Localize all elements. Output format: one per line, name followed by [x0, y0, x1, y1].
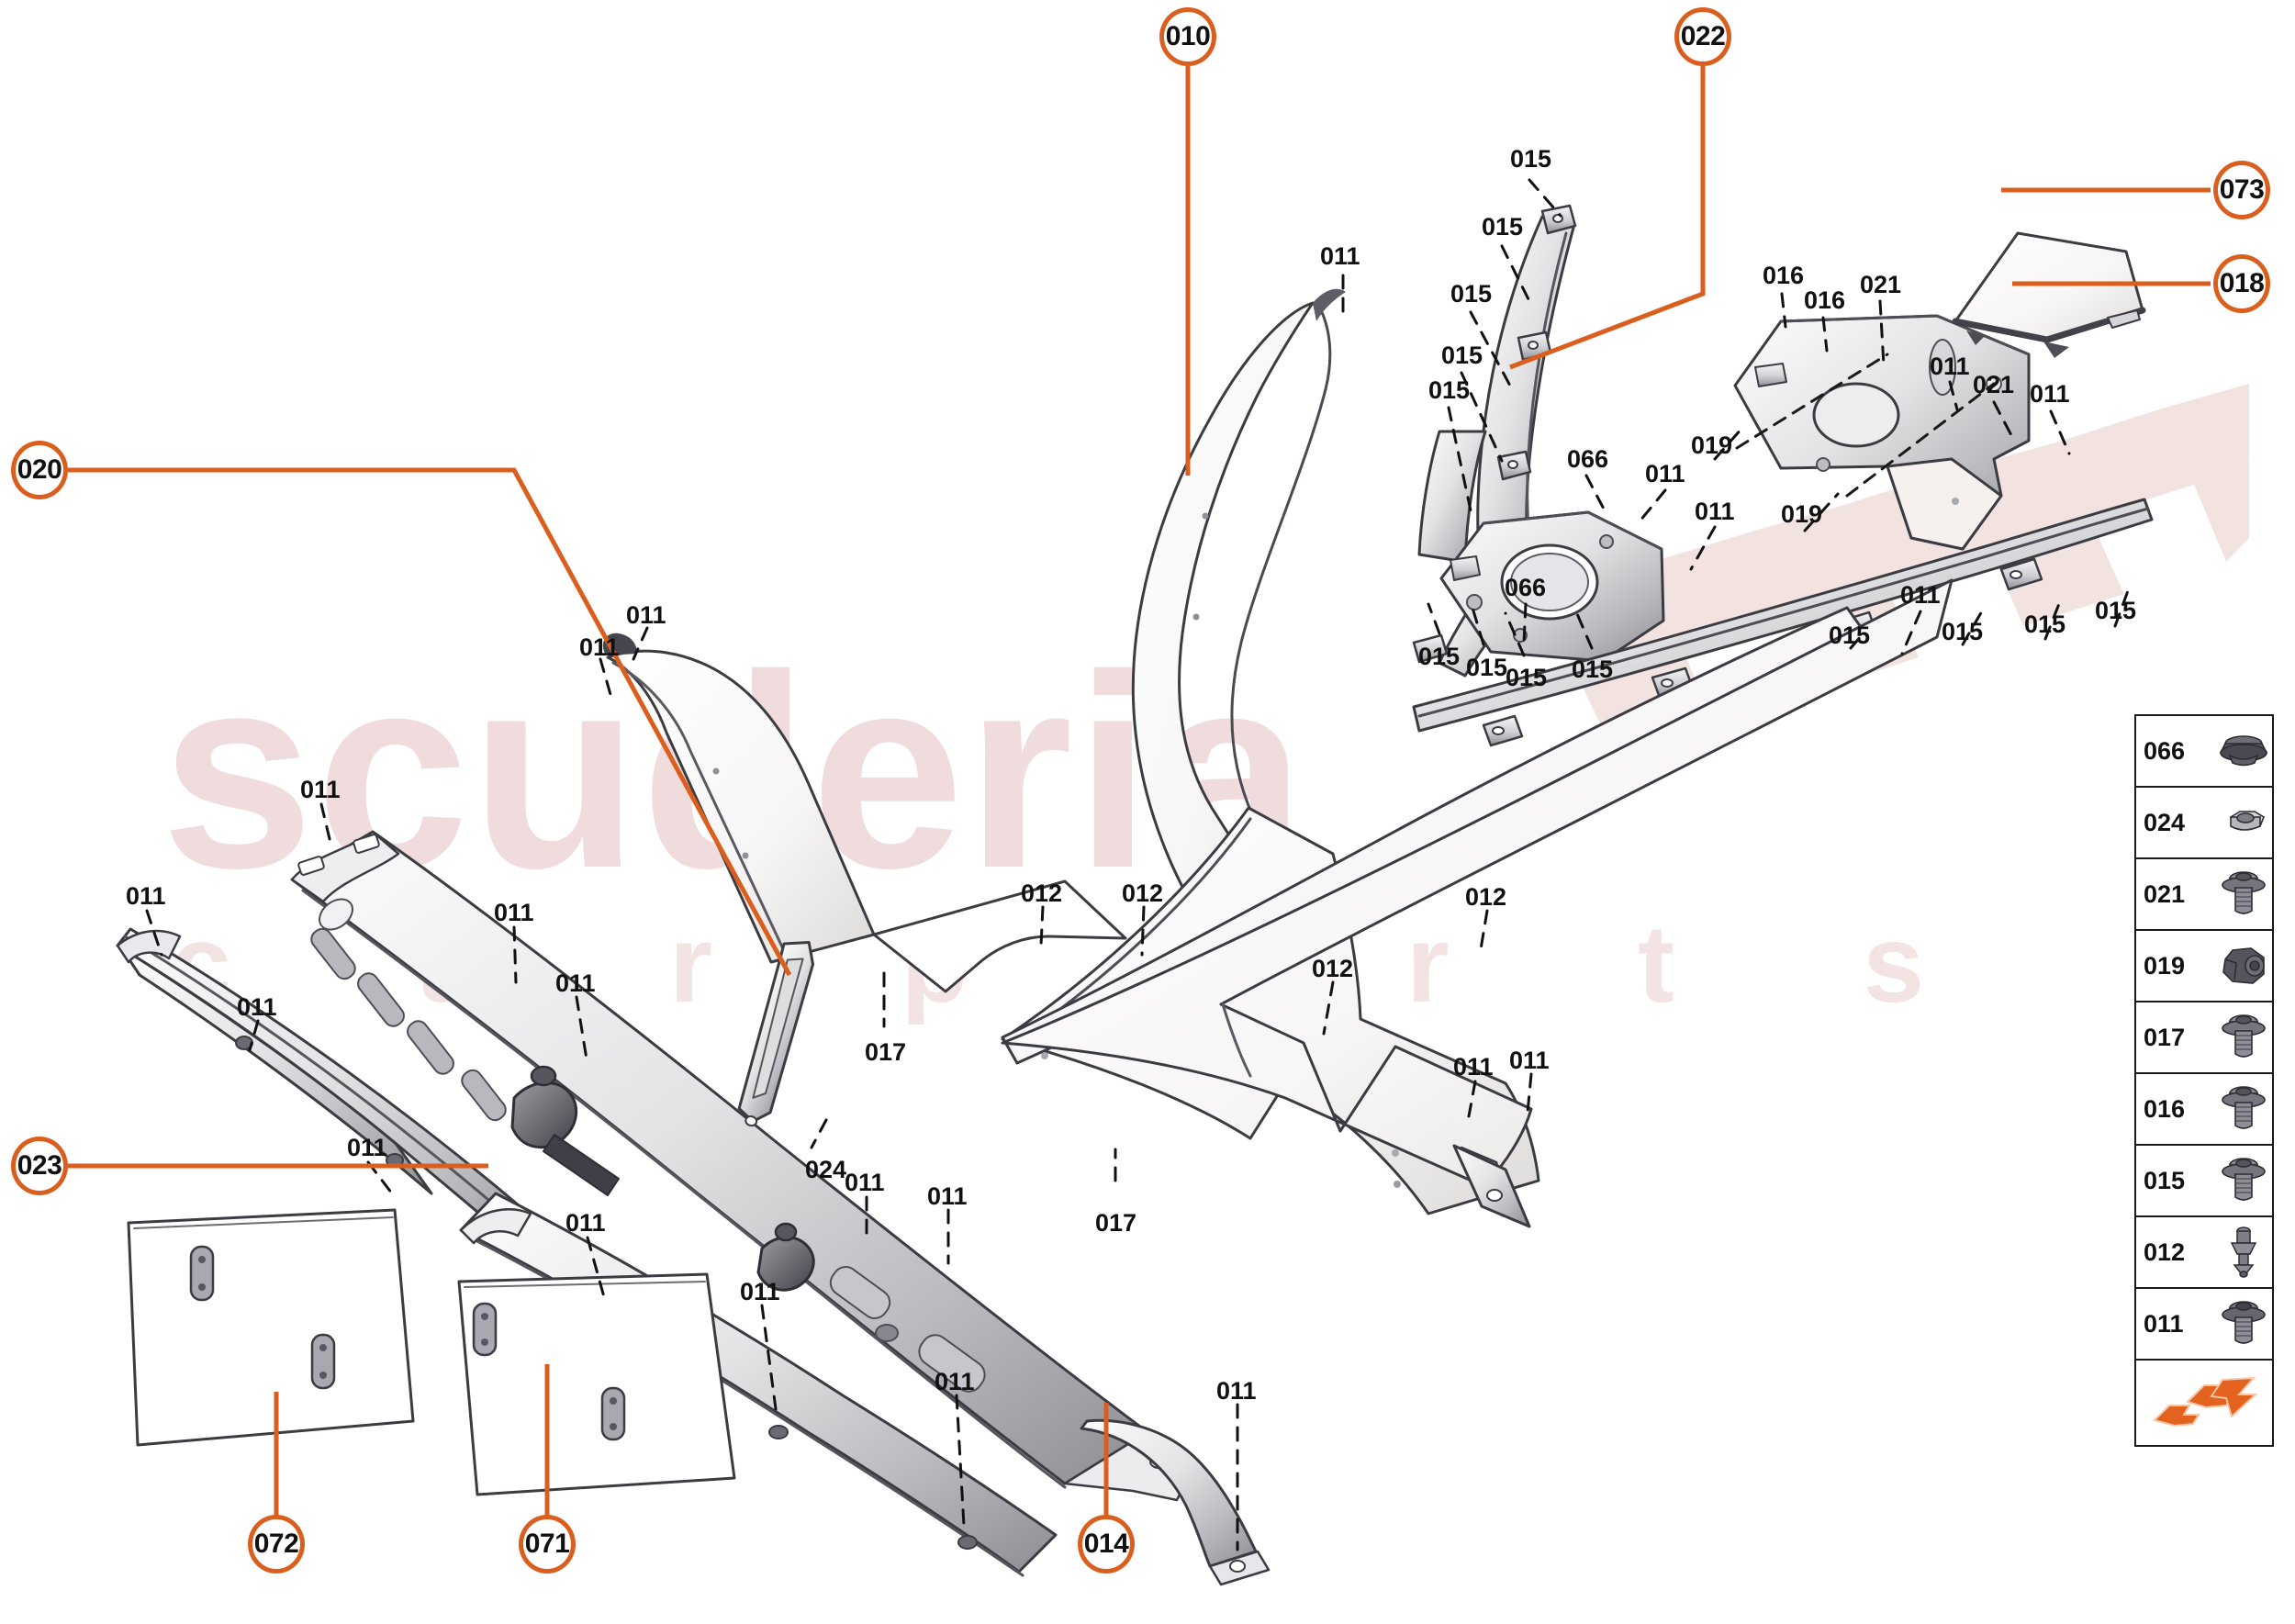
part-number-label: 011 [1695, 498, 1735, 525]
part-number-label: 017 [865, 1038, 907, 1066]
legend-row[interactable]: 011 [2136, 1289, 2272, 1361]
legend-row[interactable]: 017 [2136, 1002, 2272, 1074]
part-number-label: 011 [1453, 1053, 1494, 1081]
part-number-label: 015 [1572, 655, 1614, 683]
grommet-cap-icon [2215, 716, 2272, 786]
legend-code: 021 [2144, 879, 2186, 908]
part-number-label: 011 [237, 993, 277, 1021]
legend-code: 011 [2144, 1309, 2184, 1338]
part-number-label: 011 [300, 776, 341, 803]
part-number-label: 011 [1320, 242, 1360, 270]
rubber-bush-icon [2215, 931, 2272, 1001]
callout-022[interactable]: 022 [1674, 7, 1731, 66]
part-number-label: 012 [1122, 879, 1164, 907]
legend-row[interactable]: 021 [2136, 859, 2272, 931]
callout-010[interactable]: 010 [1159, 7, 1216, 66]
part-number-label: 066 [1505, 574, 1547, 601]
part-number-label: 066 [1567, 445, 1609, 473]
part-number-label: 015 [1466, 654, 1508, 681]
part-number-label: 015 [1450, 280, 1493, 308]
part-number-label: 011 [2030, 380, 2070, 408]
callout-073[interactable]: 073 [2213, 161, 2270, 219]
part-number-label: 011 [1509, 1047, 1550, 1074]
part-number-label: 011 [565, 1209, 606, 1237]
legend-code: 024 [2144, 808, 2186, 836]
part-number-label: 011 [845, 1169, 885, 1196]
part-number-label: 016 [1804, 286, 1846, 314]
part-number-label: 024 [805, 1156, 847, 1183]
flange-bolt-icon [2215, 1074, 2272, 1144]
part-number-label: 015 [1829, 622, 1871, 649]
legend-row[interactable]: 012 [2136, 1217, 2272, 1289]
hex-nut-icon [2215, 788, 2272, 857]
legend-code: 012 [2144, 1238, 2186, 1266]
part-number-label: 021 [1973, 371, 2015, 398]
push-pin-rivet-icon [2215, 1217, 2272, 1287]
part-number-label: 011 [626, 601, 666, 629]
part-number-label: 012 [1465, 883, 1507, 911]
legend-code: 015 [2144, 1166, 2186, 1194]
part-number-label: 011 [126, 882, 166, 910]
callout-014[interactable]: 014 [1078, 1515, 1135, 1574]
part-number-label: 019 [1781, 500, 1823, 528]
part-number-label: 011 [1645, 460, 1685, 487]
legend-code: 019 [2144, 951, 2186, 980]
part-number-label: 011 [555, 969, 596, 997]
flange-bolt-icon [2215, 1002, 2272, 1072]
part-number-label: 015 [1428, 376, 1471, 404]
orange-arrow-icon [2136, 1361, 2272, 1445]
legend-row[interactable]: 066 [2136, 716, 2272, 788]
flange-bolt-icon [2215, 1146, 2272, 1215]
part-number-label: 015 [1506, 664, 1548, 691]
part-number-label: 011 [1930, 353, 1970, 380]
callout-020[interactable]: 020 [11, 441, 68, 499]
part-number-label: 011 [1216, 1377, 1257, 1405]
part-number-label: 011 [927, 1182, 968, 1210]
part-number-label: 015 [1441, 342, 1483, 369]
legend-row[interactable]: 015 [2136, 1146, 2272, 1217]
part-number-label: 016 [1763, 262, 1805, 289]
flange-bolt-icon [2215, 1289, 2272, 1359]
part-number-label: 012 [1312, 955, 1354, 982]
legend-row[interactable]: 024 [2136, 788, 2272, 859]
parts-legend-table: 066 024 021 [2134, 714, 2274, 1447]
part-number-label: 011 [494, 899, 534, 926]
part-number-label: 012 [1021, 879, 1063, 907]
part-number-label: 011 [740, 1278, 780, 1305]
part-number-label: 015 [1482, 213, 1524, 241]
callout-071[interactable]: 071 [519, 1515, 576, 1574]
part-number-label: 011 [935, 1368, 975, 1395]
legend-row[interactable]: 019 [2136, 931, 2272, 1002]
part-number-label: 011 [1900, 581, 1941, 609]
part-number-label: 011 [347, 1134, 387, 1161]
part-number-label: 011 [579, 633, 620, 661]
legend-code: 016 [2144, 1094, 2186, 1123]
callout-018[interactable]: 018 [2213, 254, 2270, 313]
callout-072[interactable]: 072 [248, 1515, 305, 1574]
callout-023[interactable]: 023 [11, 1137, 68, 1195]
legend-code: 066 [2144, 736, 2186, 765]
legend-code: 017 [2144, 1023, 2186, 1051]
part-number-label: 017 [1095, 1209, 1137, 1237]
legend-row[interactable]: 016 [2136, 1074, 2272, 1146]
part-number-label: 015 [1418, 643, 1461, 670]
part-number-label: 021 [1860, 271, 1902, 298]
part-number-label: 019 [1691, 431, 1733, 459]
part-number-label: 015 [2024, 610, 2066, 638]
part-number-label: 015 [2095, 597, 2137, 624]
part-number-label: 015 [1942, 618, 1984, 645]
flange-bolt-icon [2215, 859, 2272, 929]
part-number-label: 015 [1510, 145, 1552, 173]
legend-row-arrow[interactable] [2136, 1361, 2272, 1445]
